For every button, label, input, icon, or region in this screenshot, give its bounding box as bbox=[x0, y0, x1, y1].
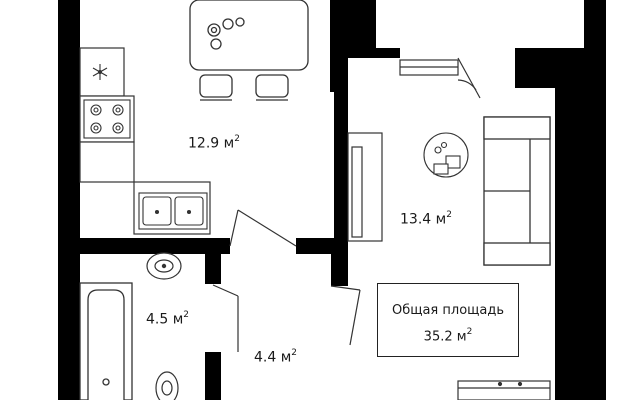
hallway-area-label: 4.4 м2 bbox=[254, 348, 298, 366]
living-area-unit: м bbox=[435, 211, 447, 228]
sink-icon bbox=[138, 192, 208, 230]
bathroom-area-unit: м bbox=[172, 311, 184, 328]
washbasin-icon bbox=[146, 252, 182, 280]
sofa-icon bbox=[483, 116, 551, 266]
snowflake-icon bbox=[92, 64, 108, 80]
wardrobe-icon bbox=[347, 132, 383, 242]
hallway-area-power: 2 bbox=[291, 348, 298, 358]
kitchen-area-power: 2 bbox=[234, 134, 240, 144]
plant-icon bbox=[423, 132, 469, 178]
stove-icon bbox=[83, 99, 131, 139]
bathroom-area-label: 4.5 м2 bbox=[146, 310, 190, 328]
kitchen-area-value: 12.9 bbox=[188, 135, 220, 152]
living-area-value: 13.4 bbox=[400, 211, 432, 228]
dining-table-icon bbox=[189, 0, 309, 71]
bathtub-icon bbox=[79, 282, 133, 400]
kitchen-area-unit: м bbox=[223, 135, 235, 152]
hallway-area-value: 4.4 bbox=[254, 349, 277, 366]
total-area-value: 35.2 bbox=[423, 329, 453, 345]
window bbox=[399, 59, 459, 76]
bathroom-area-power: 2 bbox=[183, 310, 190, 320]
total-area-box: Общая площадь 35.2 м2 bbox=[377, 283, 519, 357]
chair-icon bbox=[199, 74, 289, 101]
total-area-power: 2 bbox=[466, 327, 473, 337]
living-area-power: 2 bbox=[446, 210, 452, 220]
walls bbox=[58, 0, 606, 400]
doors bbox=[212, 57, 481, 352]
toilet-icon bbox=[155, 371, 179, 400]
kitchen-area-label: 12.9 м2 bbox=[188, 134, 240, 152]
total-area-title: Общая площадь bbox=[391, 303, 505, 318]
total-area-value-line: 35.2 м2 bbox=[378, 327, 518, 345]
hallway-area-unit: м bbox=[280, 349, 292, 366]
tv-stand bbox=[457, 380, 551, 400]
bathroom-area-value: 4.5 bbox=[146, 311, 169, 328]
living-area-label: 13.4 м2 bbox=[400, 210, 452, 228]
total-area-unit: м bbox=[456, 329, 467, 345]
